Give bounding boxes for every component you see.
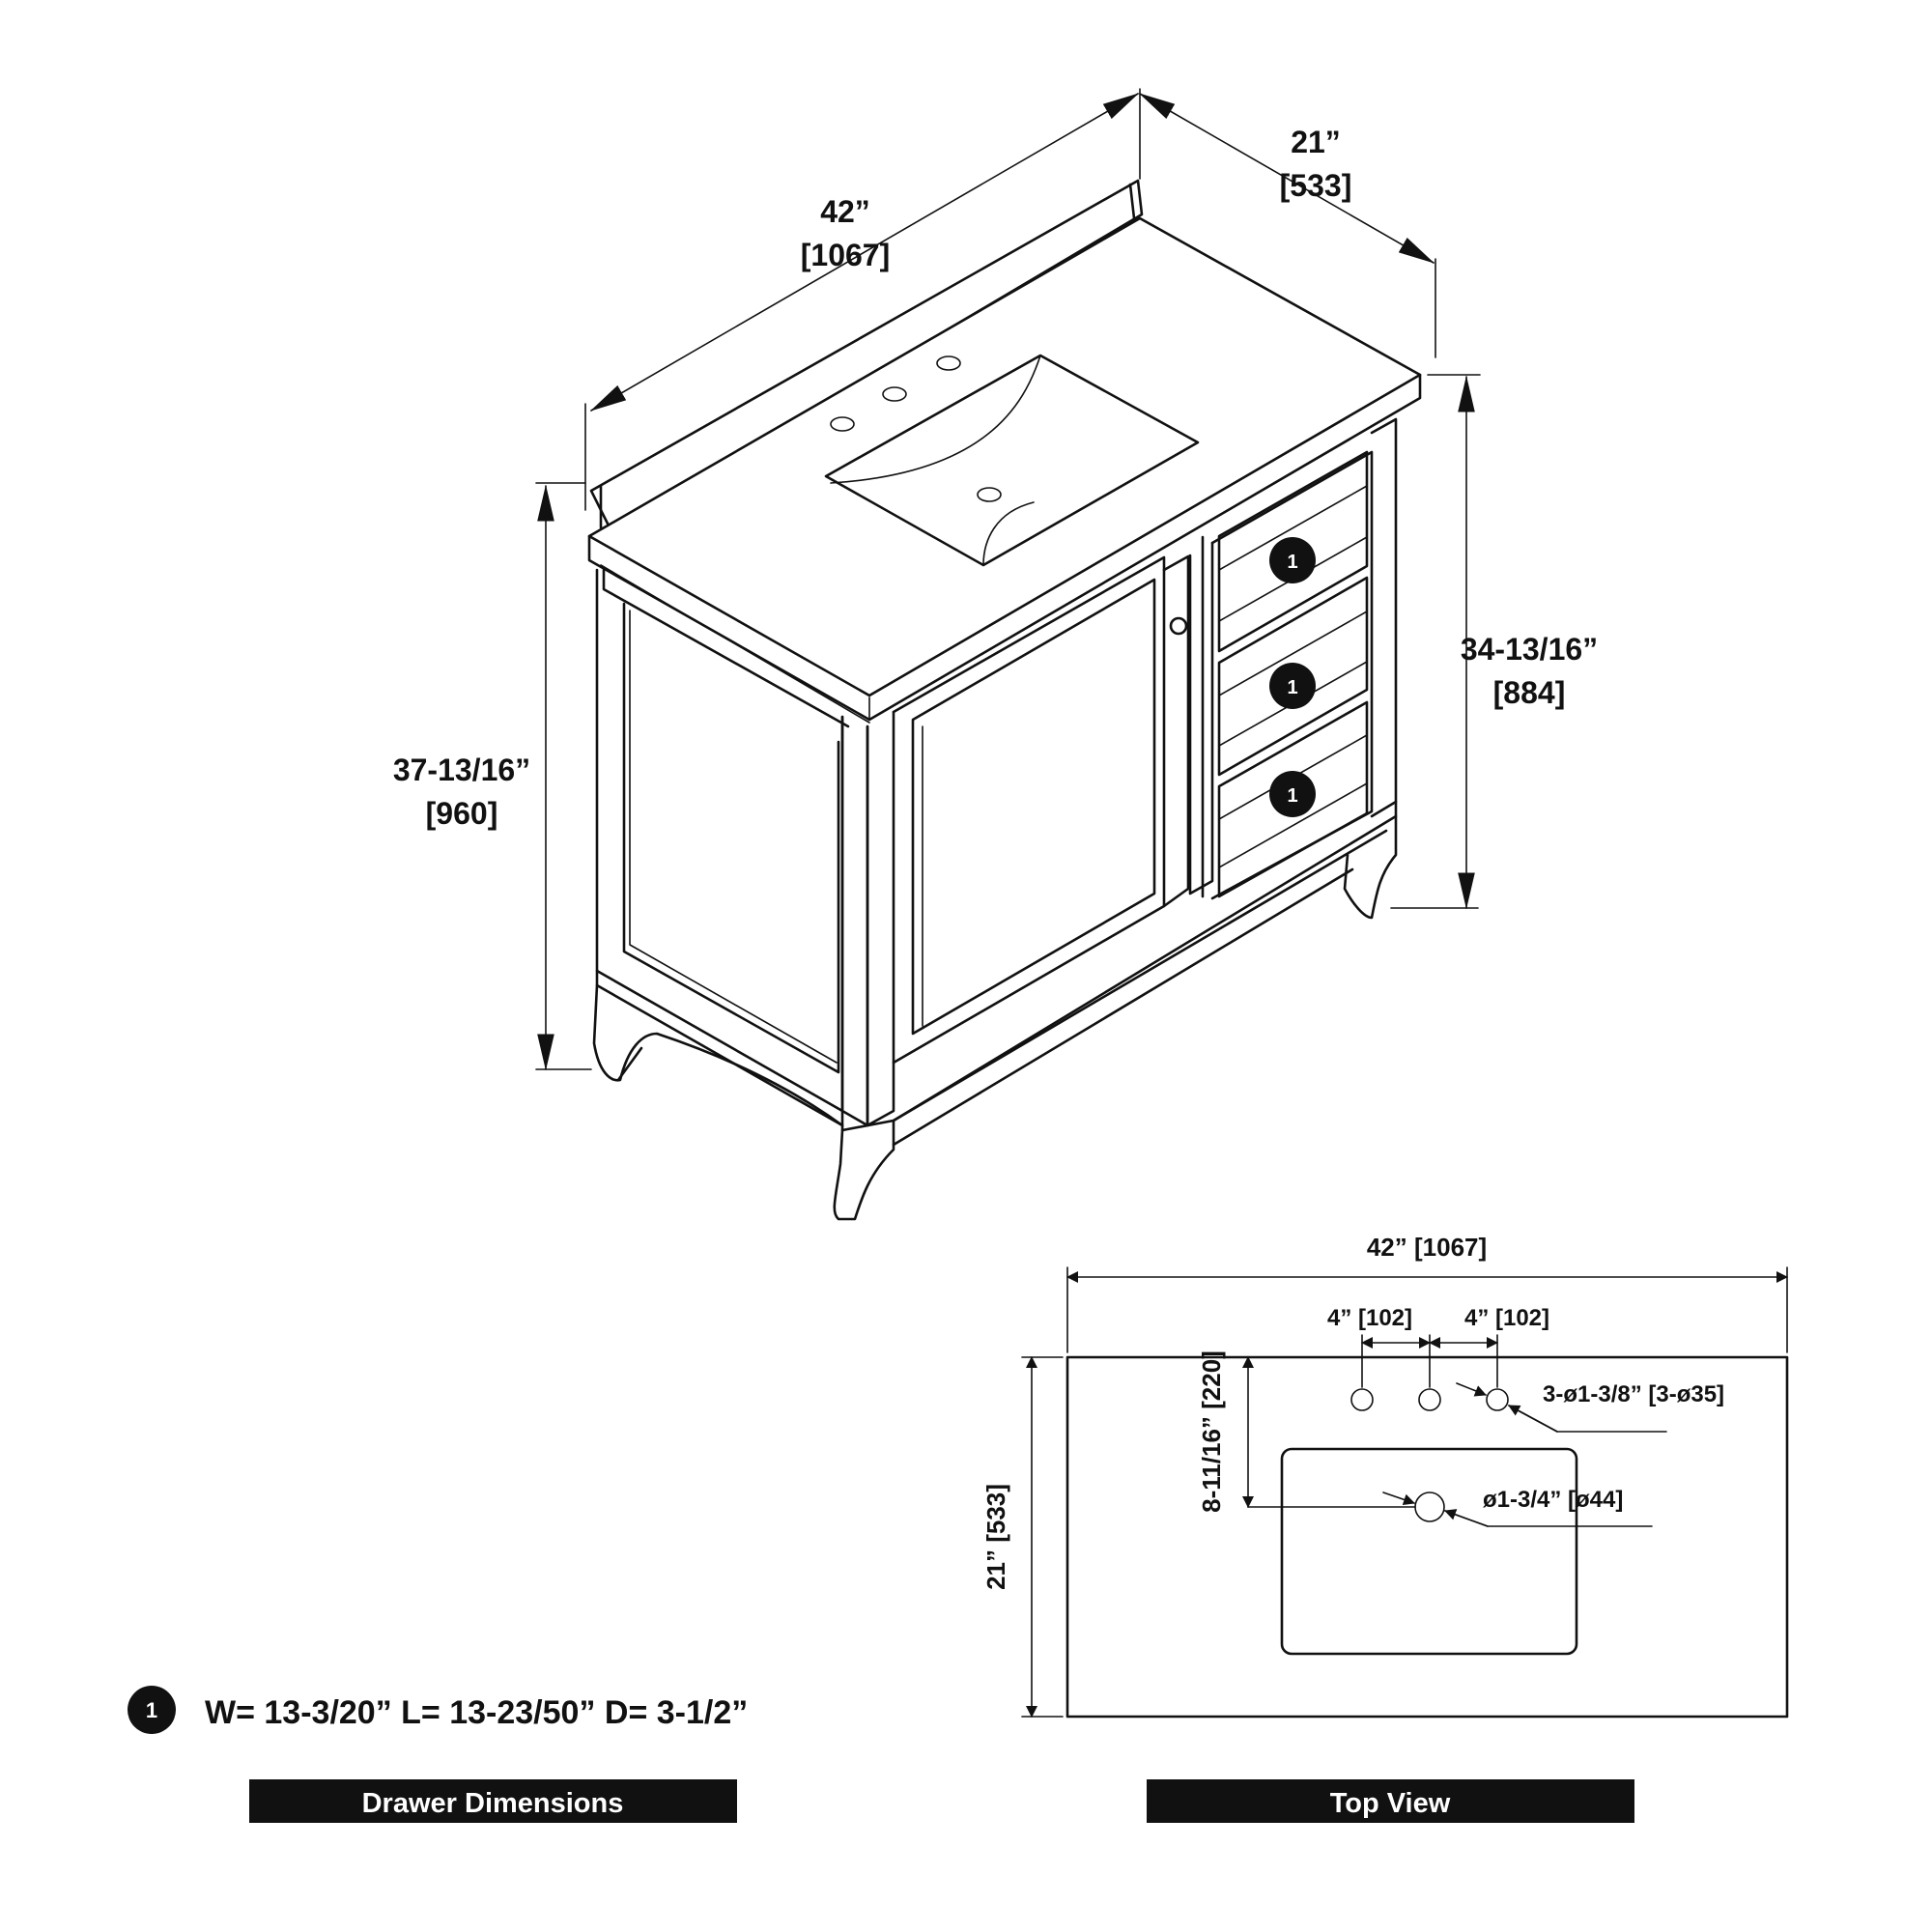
drain-offset-label: 8-11/16” [220]	[1197, 1350, 1226, 1513]
depth-mm-label: [533]	[1280, 168, 1352, 203]
drain-label: ø1-3/4” [ø44]	[1483, 1487, 1623, 1513]
depth-inches-label: 21”	[1291, 125, 1341, 159]
spacing-left-label: 4” [102]	[1327, 1305, 1412, 1331]
isometric-vanity-drawing: 42” [1067] 21” [533] 37-13/16” [960] 34-…	[393, 88, 1598, 1221]
top-view-banner: Top View	[1147, 1779, 1634, 1823]
drawer-callout: 1	[1269, 663, 1316, 709]
drawer-marker-label: 1	[146, 1698, 157, 1722]
total-height-mm-label: [960]	[426, 796, 498, 831]
top-view-sink-basin	[1280, 1447, 1578, 1656]
drain-offset-dimension: 8-11/16” [220]	[1197, 1350, 1416, 1513]
width-dimension: 42” [1067]	[584, 88, 1141, 511]
faucet-holes-label: 3-ø1-3/8” [3-ø35]	[1543, 1381, 1724, 1407]
cabinet-height-mm-label: [884]	[1493, 675, 1566, 710]
cabinet-front	[840, 541, 1214, 1127]
cabinet-height-inches-label: 34-13/16”	[1461, 632, 1598, 667]
drawer-dimensions-banner: Drawer Dimensions	[249, 1779, 737, 1823]
faucet-hole-center	[1418, 1388, 1441, 1411]
top-view-depth-dimension: 21” [533]	[981, 1356, 1064, 1718]
top-view-depth-label: 21” [533]	[981, 1484, 1010, 1590]
drawer-spec-label: W= 13-3/20” L= 13-23/50” D= 3-1/2”	[205, 1694, 748, 1731]
drawer-dimensions-title: Drawer Dimensions	[362, 1788, 624, 1819]
top-view-drawing: 42” [1067] 4” [102] 4” [102] 3-ø1-3/8” […	[981, 1233, 1789, 1719]
total-height-inches-label: 37-13/16”	[393, 753, 530, 787]
door-knob-icon	[1169, 616, 1188, 636]
drawer-callout: 1	[1269, 537, 1316, 583]
top-view-width-label: 42” [1067]	[1367, 1233, 1487, 1262]
faucet-hole-right	[1486, 1388, 1509, 1411]
drawer-spec: 1 W= 13-3/20” L= 13-23/50” D= 3-1/2”	[128, 1686, 748, 1734]
faucet-hole-left	[1350, 1388, 1374, 1411]
svg-text:1: 1	[1287, 552, 1297, 573]
total-height-dimension: 37-13/16” [960]	[393, 482, 592, 1071]
svg-text:1: 1	[1287, 785, 1297, 807]
drawer-bank	[1201, 417, 1398, 900]
drain-callout: ø1-3/4” [ø44]	[1382, 1487, 1653, 1527]
width-mm-label: [1067]	[801, 238, 891, 272]
width-inches-label: 42”	[820, 194, 870, 229]
depth-dimension: 21” [533]	[1138, 93, 1436, 358]
svg-text:1: 1	[1287, 677, 1297, 698]
top-view-title: Top View	[1330, 1788, 1451, 1819]
faucet-hole-callout: 3-ø1-3/8” [3-ø35]	[1456, 1381, 1724, 1433]
top-view-countertop	[1065, 1355, 1789, 1719]
base-and-legs	[833, 800, 1398, 1221]
drain-hole	[1414, 1492, 1445, 1522]
cabinet-height-dimension: 34-13/16” [884]	[1390, 374, 1598, 910]
spacing-right-label: 4” [102]	[1464, 1305, 1549, 1331]
top-view-width-dimension: 42” [1067]	[1066, 1233, 1788, 1353]
drawer-marker-icon	[128, 1686, 176, 1734]
drawer-callout: 1	[1269, 771, 1316, 817]
faucet-spacing-dimension: 4” [102] 4” [102]	[1327, 1305, 1549, 1388]
